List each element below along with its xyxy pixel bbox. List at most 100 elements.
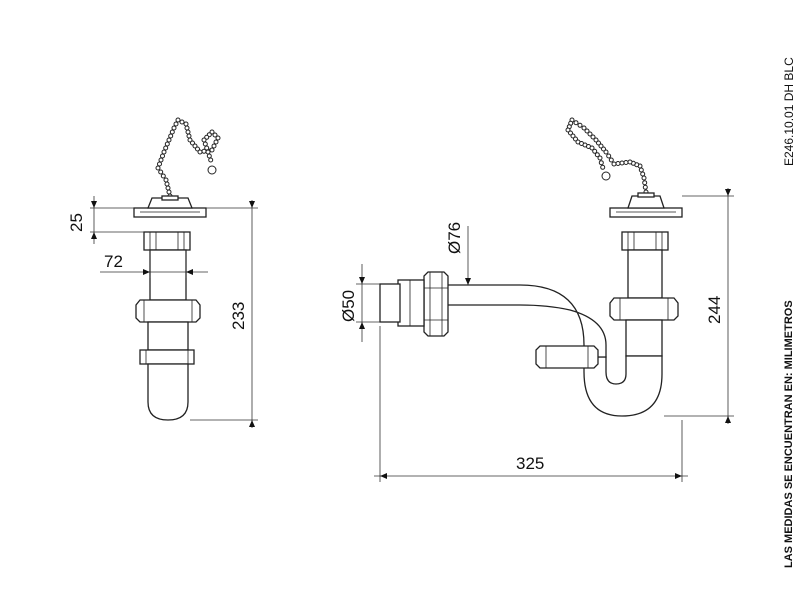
front-view [379, 117, 683, 417]
chain-bead [169, 129, 175, 135]
chain-bead [642, 180, 648, 186]
chain-bead [163, 145, 169, 151]
chain-bead [175, 117, 181, 123]
front-upper-nut [621, 231, 669, 251]
side-middle-nut [135, 299, 201, 323]
side-upper-nut [143, 231, 191, 251]
front-body [625, 319, 663, 357]
chain-bead [642, 184, 648, 190]
chain-bead [584, 128, 590, 134]
side-view [133, 117, 221, 421]
chain-bead [589, 145, 595, 151]
front-dimensions: Ø50 Ø76 325 244 [339, 188, 734, 482]
chain-bead [209, 147, 215, 153]
side-dimensions: 25 72 233 [67, 196, 258, 428]
chain-bead [638, 167, 644, 173]
chain-bead [171, 125, 177, 131]
side-plug-knob [161, 195, 179, 201]
side-plug-dome [147, 197, 193, 209]
side-body [147, 321, 189, 351]
chain-bead [594, 152, 600, 158]
chain-bead [173, 121, 179, 127]
chain-bead [158, 169, 164, 175]
chain-bead [166, 137, 172, 143]
dim-side-height: 233 [229, 302, 248, 330]
chain-bead [213, 139, 219, 145]
chain-bead [165, 185, 171, 191]
chain-bead [600, 164, 606, 170]
chain-bead [206, 153, 212, 159]
chain-bead [163, 177, 169, 183]
dim-pipe-width: 72 [104, 252, 123, 271]
front-tube [627, 249, 663, 299]
chain-bead [611, 161, 617, 167]
chain-bead [201, 137, 207, 143]
chain-bead [197, 149, 203, 155]
chain-bead [608, 157, 614, 163]
front-bend-nut [535, 345, 599, 369]
chain-bead [185, 129, 191, 135]
chain-bead [157, 161, 162, 167]
side-plug-flange [133, 207, 207, 218]
chain-bead [592, 148, 598, 154]
front-plug-flange [609, 207, 683, 218]
dim-body-diameter: Ø76 [445, 222, 464, 254]
dim-total-length: 325 [516, 454, 544, 473]
chain-bead [577, 122, 583, 128]
chain-bead [166, 189, 172, 195]
chain-bead [619, 160, 625, 166]
chain-bead [606, 153, 612, 159]
side-trap-bowl [147, 363, 189, 421]
dim-inlet-diameter: Ø50 [339, 290, 358, 322]
chain-bead [215, 135, 221, 141]
chain-bead [641, 175, 647, 181]
chain-bead [627, 159, 633, 165]
front-middle-nut [609, 297, 679, 321]
front-outlet-nut [423, 271, 449, 337]
front-plug-dome [627, 195, 665, 209]
chain-bead [623, 160, 629, 165]
chain-bead [597, 155, 603, 161]
front-chain [565, 117, 649, 195]
chain-bead [587, 131, 593, 137]
chain-bead [581, 125, 587, 131]
chain-ring [601, 171, 611, 181]
chain-bead [593, 137, 599, 143]
front-outlet-spigot [379, 283, 401, 323]
dim-plug-height: 25 [67, 213, 86, 232]
chain-bead [183, 121, 189, 127]
chain-bead [615, 161, 621, 166]
chain-bead [168, 133, 174, 139]
chain-bead [179, 119, 185, 125]
front-plug-knob [637, 192, 655, 198]
chain-bead [598, 160, 604, 166]
drawing-code: E246.10.01 DH BLC [782, 57, 796, 166]
chain-bead [164, 181, 170, 187]
chain-bead [211, 143, 217, 149]
chain-bead [184, 125, 190, 131]
chain-bead [205, 149, 211, 155]
chain-bead [164, 141, 170, 147]
units-note: LAS MEDIDAS SE ENCUENTRAN EN: MILIMETROS [783, 300, 795, 568]
chain-ring [207, 165, 217, 175]
chain-bead [212, 132, 218, 138]
chain-bead [208, 157, 214, 163]
chain-bead [155, 165, 161, 171]
chain-bead [161, 149, 167, 155]
side-lower-nut [139, 349, 195, 365]
front-trap-bowl [583, 355, 663, 417]
chain-bead [204, 145, 210, 151]
chain-bead [202, 141, 208, 147]
front-outlet-pipe [445, 284, 607, 358]
chain-bead [590, 134, 596, 140]
chain-bead [160, 173, 166, 179]
chain-bead [573, 120, 579, 126]
chain-bead [158, 157, 164, 163]
side-chain [155, 117, 221, 199]
chain-bead [186, 133, 192, 139]
side-tube [149, 249, 187, 301]
chain-bead [640, 171, 646, 177]
dim-front-height: 244 [705, 296, 724, 324]
chain-bead [160, 153, 165, 159]
